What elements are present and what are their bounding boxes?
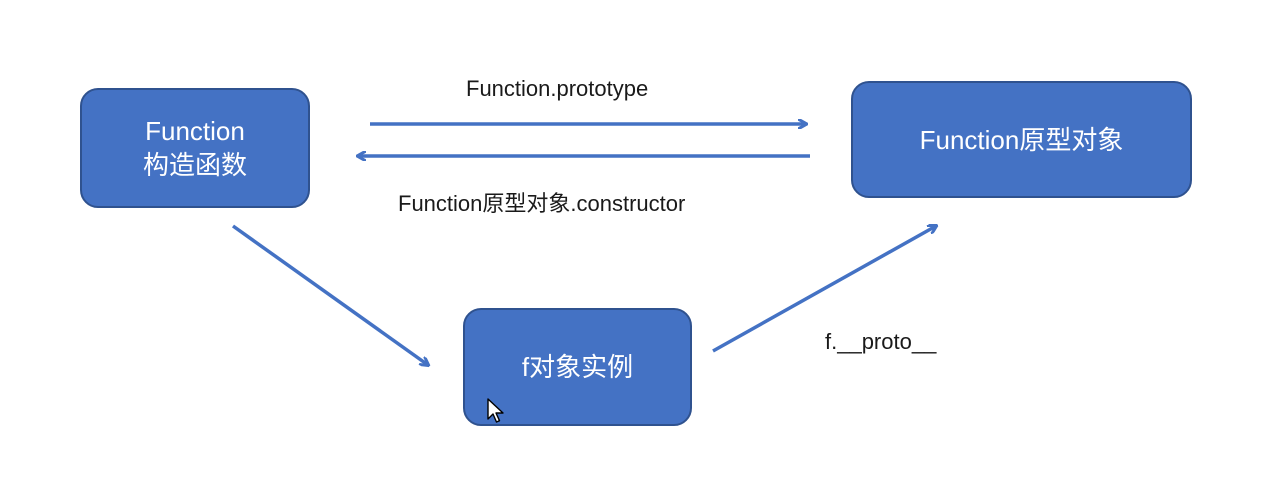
function-constructor-node: Function 构造函数 bbox=[80, 88, 310, 208]
edge-label-proto: f.__proto__ bbox=[825, 329, 937, 354]
edge-label-constructor: Function原型对象.constructor bbox=[398, 191, 686, 216]
constructor-node-line1: Function bbox=[145, 116, 245, 146]
prototype-node-label: Function原型对象 bbox=[919, 124, 1124, 155]
object-instance-node: f对象实例 bbox=[463, 308, 692, 426]
arrow-proto bbox=[712, 226, 936, 353]
constructor-node-line2: 构造函数 bbox=[142, 150, 247, 180]
arrow-instantiate bbox=[231, 224, 428, 365]
function-prototype-node: Function原型对象 bbox=[851, 81, 1192, 198]
instance-node-label: f对象实例 bbox=[521, 352, 634, 382]
edge-label-prototype: Function.prototype bbox=[466, 76, 649, 101]
mouse-pointer-icon bbox=[487, 398, 504, 423]
